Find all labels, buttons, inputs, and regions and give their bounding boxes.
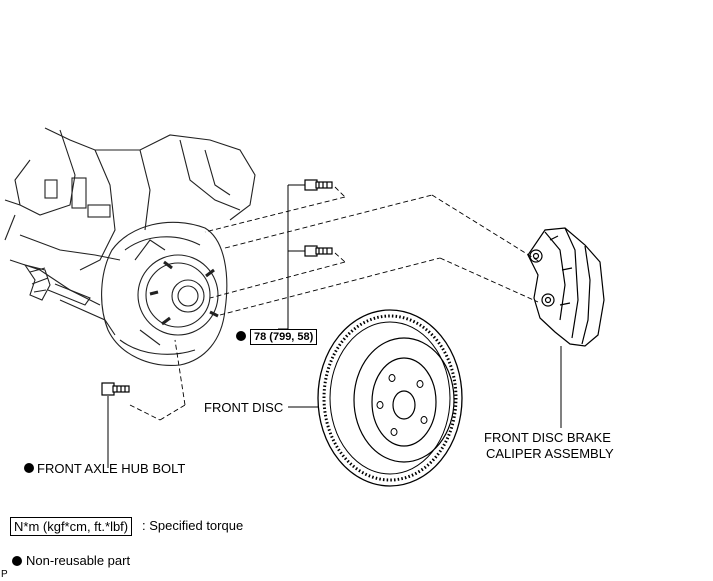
caliper-label-line1: FRONT DISC BRAKE: [484, 430, 611, 445]
corner-mark: P: [1, 569, 8, 580]
hub-bolt-illustration: [101, 382, 130, 396]
hub-bolt-label: FRONT AXLE HUB BOLT: [37, 461, 186, 476]
legend-torque-unit: N*m (kgf*cm, ft.*lbf): [10, 517, 133, 536]
caliper-bolt-lower: [304, 245, 333, 257]
legend-nonreusable-dot: [12, 556, 22, 566]
legend-nonreusable-desc: Non-reusable part: [26, 553, 131, 568]
alignment-dashed-lines: [129, 186, 541, 421]
nonreusable-dot-torque: [236, 331, 246, 341]
front-disc-illustration: [317, 309, 463, 487]
caliper-label-line2: CALIPER ASSEMBLY: [486, 446, 614, 461]
legend-torque-desc: : Specified torque: [142, 518, 244, 533]
steering-knuckle-illustration: [4, 127, 256, 366]
caliper-illustration: [527, 227, 605, 347]
caliper-bolt-upper: [304, 179, 333, 191]
torque-spec-label: 78 (799, 58): [250, 329, 318, 345]
front-disc-label: FRONT DISC: [204, 400, 284, 415]
torque-callout-lines: [278, 184, 305, 330]
nonreusable-dot-hub-bolt: [24, 463, 34, 473]
